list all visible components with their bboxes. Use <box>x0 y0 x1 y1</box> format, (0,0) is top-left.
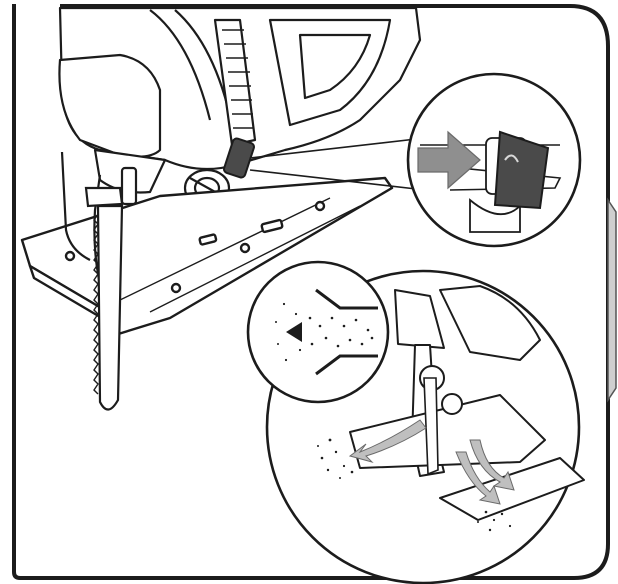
frame-border <box>12 4 610 580</box>
side-tab <box>607 197 617 403</box>
blade-assembly <box>60 151 138 411</box>
saw-blade <box>96 204 124 411</box>
switch-detail-circle <box>406 72 582 248</box>
callout-line <box>249 137 426 191</box>
push-direction-arrow-icon <box>417 130 481 190</box>
chip-blowing-arrows-icon <box>348 419 515 505</box>
blower-switch-icon <box>223 137 255 179</box>
air-flow-icon <box>246 260 390 404</box>
dust-particles <box>317 438 512 532</box>
blower-switch-zoom-icon <box>493 130 550 210</box>
motor-vents <box>222 29 254 129</box>
